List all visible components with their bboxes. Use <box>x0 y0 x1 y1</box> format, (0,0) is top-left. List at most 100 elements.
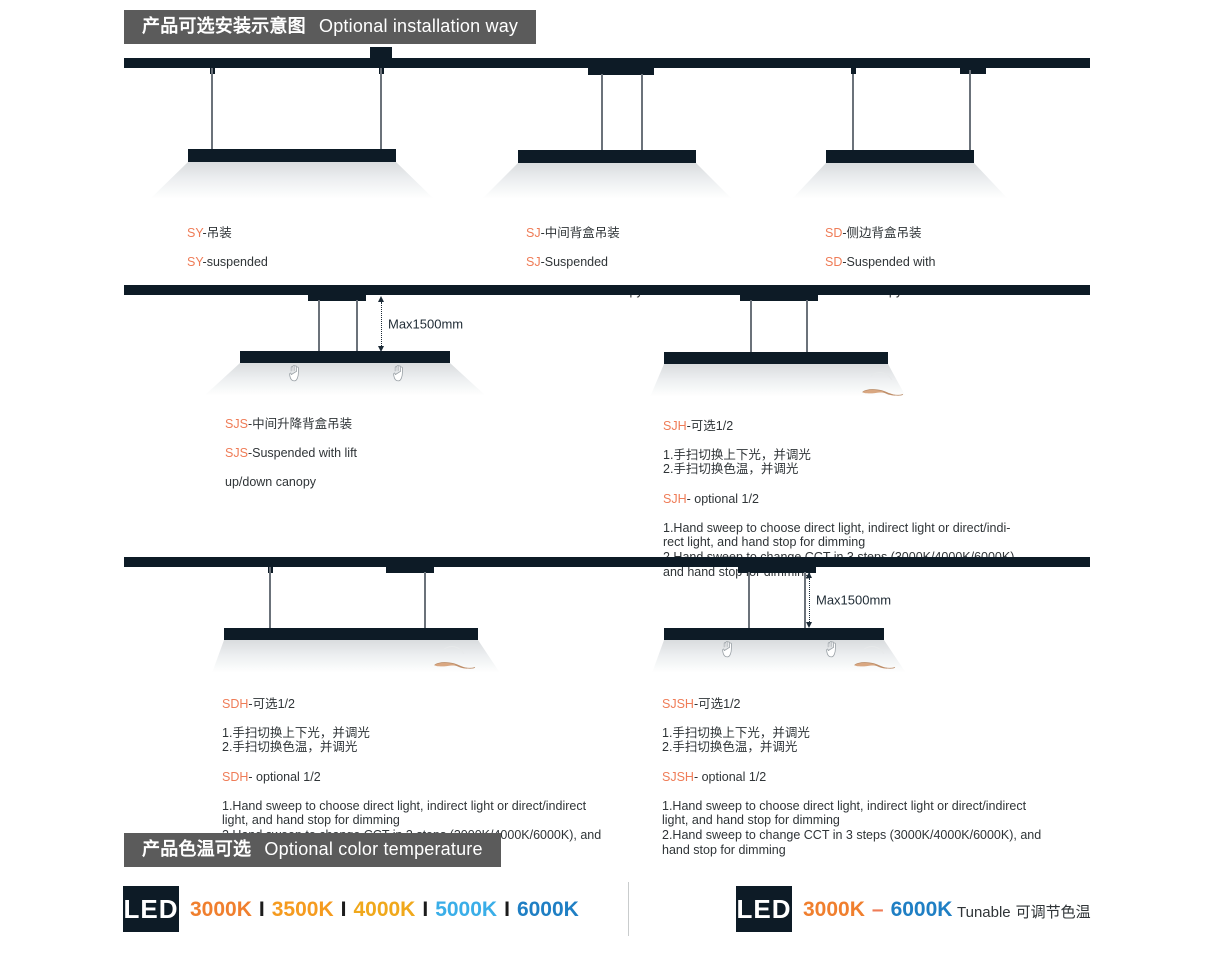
caption-sy-en: -suspended <box>202 254 268 269</box>
dimension-dotted-line-sjsh <box>809 578 810 622</box>
installation-row-2: Max1500mm <box>124 285 1090 397</box>
caption-sd-code2: SD <box>825 254 843 269</box>
caption-sy: SY-吊装 SY-suspended <box>187 211 268 284</box>
caption-sjs: SJS-中间升降背盒吊装 SJS-Suspended with lift up/… <box>225 402 357 504</box>
dimension-sjs: Max1500mm <box>378 296 478 352</box>
caption-sj-en: -Suspended <box>540 254 609 269</box>
cct-banner-en-text: Optional color temperature <box>264 839 483 859</box>
installation-row-1 <box>0 0 1214 265</box>
dimension-dotted-line-sjs <box>381 302 382 346</box>
hand-sweep-arc-sjh <box>866 372 894 387</box>
hand-sweep-up-icon-sjsh-2 <box>826 641 839 658</box>
caption-sjsh-cn-rest: 1.手扫切换上下光，并调光 2.手扫切换色温，并调光 <box>662 725 810 755</box>
caption-sjs-code2: SJS <box>225 445 248 460</box>
light-cone-sd <box>792 163 1008 199</box>
dimension-arrow-down-sjs <box>378 346 384 352</box>
hand-sweep-up-icon-sjs-2 <box>393 365 406 382</box>
led-badge-left-text: LED <box>123 893 179 924</box>
installation-row-3: Max1500mm <box>124 557 1090 673</box>
light-fixture-sdh <box>224 628 478 642</box>
light-fixture-sjsh <box>664 628 884 642</box>
cct-range-dash: – <box>871 898 884 921</box>
caption-sjh-en: - optional 1/2 <box>686 491 759 506</box>
canopy-sd-side <box>960 62 986 74</box>
caption-sjsh-cn: -可选1/2 <box>693 696 741 711</box>
tunable-label-cn: 可调节色温 <box>1015 904 1091 921</box>
suspension-cable-sjsh-right <box>804 572 806 629</box>
caption-sjh-cn: -可选1/2 <box>686 418 734 433</box>
cct-value-6000k: 6000K <box>516 898 579 921</box>
caption-sd-en: -Suspended with <box>842 254 936 269</box>
cct-range-to: 6000K <box>890 898 953 921</box>
light-cone-sj <box>482 163 732 199</box>
suspension-cable-sjsh-left <box>748 572 750 629</box>
suspension-cable-sjh-left <box>750 300 752 353</box>
caption-sj-cn: -中间背盒吊装 <box>540 225 620 240</box>
suspension-cable-sjh-right <box>806 300 808 353</box>
caption-sy-code2: SY <box>187 254 203 269</box>
hand-sweep-up-icon-sjsh-1 <box>722 641 735 658</box>
suspension-cable-sjs-left <box>318 300 320 352</box>
light-cone-sjs <box>204 363 486 396</box>
cct-banner-cn-text: 产品色温可选 <box>142 839 252 859</box>
dimension-arrow-up-sjsh <box>806 572 812 578</box>
caption-sjs-en2: up/down canopy <box>225 474 317 489</box>
caption-sj-code2: SJ <box>526 254 541 269</box>
dimension-label-sjsh: Max1500mm <box>816 592 892 608</box>
color-temperature-section-banner: 产品色温可选 Optional color temperature <box>124 833 501 867</box>
caption-sjsh-code2: SJSH <box>662 769 694 784</box>
caption-sjsh: SJSH-可选1/2 1.手扫切换上下光，并调光 2.手扫切换色温，并调光 SJ… <box>662 682 1041 872</box>
caption-sjs-cn: -中间升降背盒吊装 <box>247 416 353 431</box>
suspension-cable-sd-right <box>969 70 971 151</box>
dimension-sjsh: Max1500mm <box>806 572 906 628</box>
hand-sweep-arc-sjsh <box>858 646 886 661</box>
cct-range-from: 3000K <box>803 898 865 921</box>
caption-sdh-cn: -可选1/2 <box>248 696 295 711</box>
suspension-cable-sjs-right <box>356 300 358 352</box>
hand-sweep-arc-sdh <box>438 646 466 661</box>
canopy-sy-top <box>370 47 392 59</box>
caption-sdh-en: - optional 1/2 <box>248 769 321 784</box>
banner-en-text: Optional installation way <box>319 16 519 36</box>
caption-sdh-code: SDH <box>222 696 249 711</box>
caption-sj-code: SJ <box>526 225 541 240</box>
caption-sjsh-en: - optional 1/2 <box>693 769 767 784</box>
canopy-sjs-lift <box>308 289 366 301</box>
suspension-cable-sy-left <box>211 68 213 151</box>
cct-range-right: 3000K – 6000K <box>803 898 952 922</box>
caption-sjs-code: SJS <box>225 416 248 431</box>
caption-sy-code: SY <box>187 225 203 240</box>
suspension-cable-sj-right <box>641 74 643 151</box>
caption-sd-code: SD <box>825 225 843 240</box>
installation-section-banner: 产品可选安装示意图 Optional installation way <box>124 10 537 44</box>
dimension-arrow-up-sjs <box>378 296 384 302</box>
caption-sjh-code2: SJH <box>663 491 687 506</box>
cable-cap-sd-left <box>851 67 856 74</box>
cct-value-3000k: 3000K <box>190 898 252 921</box>
canopy-sdh-side <box>386 561 434 573</box>
canopy-sj-middle <box>588 62 654 75</box>
led-badge-right: LED <box>736 886 792 932</box>
led-badge-left: LED <box>123 886 179 932</box>
suspension-cable-sj-left <box>601 74 603 151</box>
suspension-cable-sd-left <box>852 68 854 151</box>
dimension-label-sjs: Max1500mm <box>388 316 464 332</box>
suspension-cable-sy-right <box>380 68 382 151</box>
canopy-sjsh-lift <box>738 561 816 573</box>
hand-sweep-side-icon-sjsh <box>854 653 896 669</box>
cct-separator-4: I <box>504 898 510 921</box>
canopy-sjh-middle <box>740 289 818 301</box>
suspension-cable-sdh-right <box>424 572 426 629</box>
suspension-cable-sdh-left <box>269 567 271 629</box>
cct-separator-3: I <box>422 898 429 921</box>
banner-cn-text: 产品可选安装示意图 <box>142 16 306 36</box>
caption-sjs-en: -Suspended with lift <box>247 445 358 460</box>
caption-sjsh-code: SJSH <box>662 696 694 711</box>
hand-sweep-side-icon-sjh <box>862 380 904 396</box>
caption-sdh-code2: SDH <box>222 769 249 784</box>
caption-sjh-cn-rest: 1.手扫切换上下光，并调光 2.手扫切换色温，并调光 <box>663 447 811 477</box>
cct-value-4000k: 4000K <box>353 898 416 921</box>
cct-value-5000k: 5000K <box>435 898 498 921</box>
cct-value-3500k: 3500K <box>271 898 334 921</box>
